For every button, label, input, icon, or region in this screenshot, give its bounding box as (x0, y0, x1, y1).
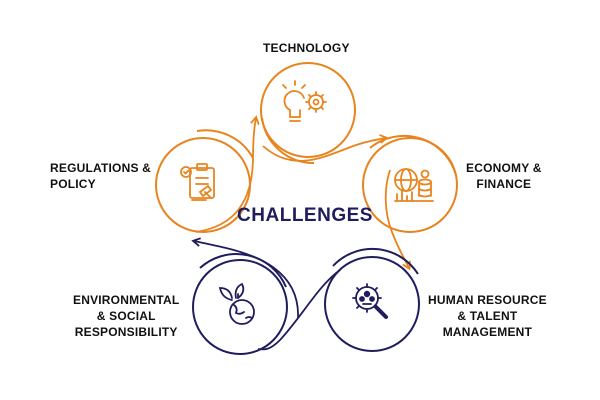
technology-ring (260, 62, 356, 158)
label-technology: TECHNOLOGY (263, 40, 350, 56)
label-line: & SOCIAL (96, 309, 156, 323)
center-title: CHALLENGES (237, 205, 373, 226)
arrow-environmental-to-regulations (191, 237, 299, 319)
label-line: TECHNOLOGY (263, 41, 350, 55)
technology-ring-outer-arc (261, 117, 315, 165)
label-line: HUMAN RESOURCE (428, 293, 547, 307)
label-line: & TALENT (457, 309, 518, 323)
node-human-resource (324, 247, 420, 352)
node-technology (260, 62, 356, 165)
arrow-hr-to-environmental (257, 269, 341, 351)
regulations-ring-outer-arc (196, 129, 254, 159)
label-human-resource: HUMAN RESOURCE & TALENT MANAGEMENT (428, 292, 547, 340)
connector-arrows (191, 115, 411, 351)
label-environmental: ENVIRONMENTAL & SOCIAL RESPONSIBILITY (73, 292, 179, 340)
label-line: RESPONSIBILITY (74, 325, 178, 339)
environmental-ring (192, 259, 288, 355)
node-economy (362, 134, 458, 233)
globe-coins-chart-icon (394, 168, 434, 202)
node-environmental (192, 253, 288, 355)
lightbulb-gear-icon (282, 80, 327, 122)
label-line: MANAGEMENT (442, 325, 533, 339)
clipboard-gavel-icon (180, 163, 215, 201)
magnifier-people-gear-icon (352, 283, 388, 319)
human-resource-ring-outer-arc (332, 247, 419, 275)
economy-ring (362, 137, 458, 233)
label-line: ECONOMY & (466, 161, 542, 175)
arrow-regulations-to-technology (195, 115, 260, 233)
human-resource-ring (324, 256, 420, 352)
label-line: FINANCE (476, 177, 532, 191)
label-line: ENVIRONMENTAL (73, 293, 180, 307)
node-regulations (155, 129, 254, 233)
label-regulations: REGULATIONS & POLICY (50, 160, 151, 192)
label-economy: ECONOMY & FINANCE (466, 160, 542, 192)
leaf-globe-icon (218, 282, 255, 325)
economy-ring-outer-arc (369, 134, 457, 176)
regulations-ring (155, 137, 251, 233)
environmental-ring-outer-arc (199, 253, 287, 288)
label-line: POLICY (50, 177, 96, 191)
arrow-technology-to-economy (262, 134, 389, 162)
label-line: REGULATIONS & (50, 161, 152, 175)
